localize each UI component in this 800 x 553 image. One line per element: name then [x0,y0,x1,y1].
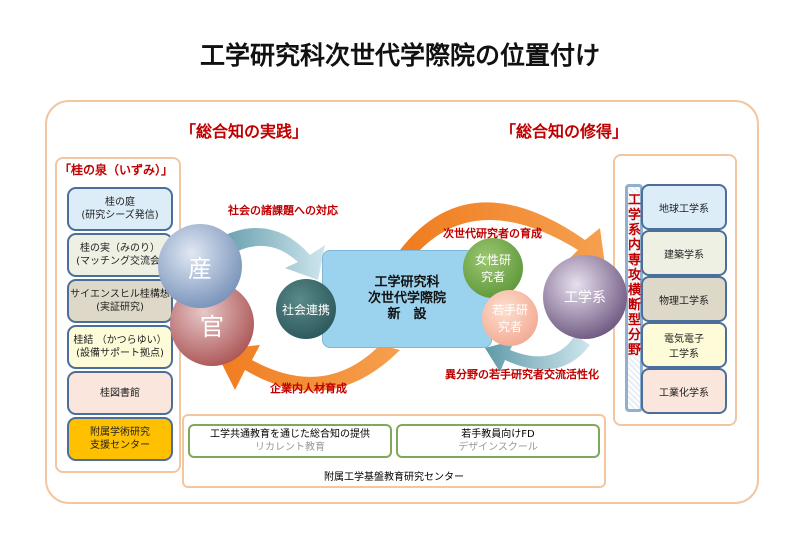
circle-female-researcher: 女性研究者 [463,238,523,298]
left-item: サイエンスヒル桂構想 (実証研究) [67,279,173,323]
box1-sub: リカレント教育 [255,442,325,453]
box2-main: 若手教員向けFD [461,429,535,440]
label-social-issues: 社会の諸課題への対応 [228,204,338,217]
page-title: 工学研究科次世代学際院の位置付け [199,41,600,70]
arrow-top-right [400,202,605,265]
label-cross-field: 異分野の若手研究者交流活性化 [445,368,599,381]
panel-title: 「桂の泉（いずみ）」 [59,163,174,177]
circle-san: 産 [158,224,242,308]
item-line2: 支援センター [90,440,150,451]
recurrent-education-box: 工学共通教育を通じた総合知の提供 リカレント教育 [188,424,392,458]
field-line1: 電気電子 [664,334,704,345]
circle-young-researcher: 若手研究者 [482,290,538,346]
field-label: 工業化学系 [659,387,709,399]
field-item: 地球工学系 [641,184,727,230]
design-school-box: 若手教員向けFD デザインスクール [396,424,600,458]
item-line1: 桂結 （かつらゆい） [73,335,167,346]
item-line1: サイエンスヒル桂構想 [70,289,170,300]
arrow-top-left [215,228,325,280]
outer-frame [45,100,759,504]
field-label: 物理工学系 [659,295,709,307]
field-item: 工業化学系 [641,368,727,414]
circle-engineering: 工学系 [543,255,627,339]
left-item: 桂結 （かつらゆい） (設備サポート拠点) [67,325,173,369]
engineering-education-center: 工学共通教育を通じた総合知の提供 リカレント教育 若手教員向けFD デザインスク… [182,414,606,488]
item-line1: 桂の庭 [105,197,135,208]
box2-sub: デザインスクール [458,442,538,453]
field-label: 建築学系 [664,249,704,261]
section-acquire: 「総合知の修得」 [500,122,629,141]
left-item: 桂の庭 (研究シーズ発信) [67,187,173,231]
field-item: 建築学系 [641,230,727,276]
center-name: 附属工学基盤教育研究センター [324,472,464,483]
box1-main: 工学共通教育を通じた総合知の提供 [210,429,370,440]
item-line1: 桂の実（みのり） [80,243,160,254]
circle-shakai-renkei: 社会連携 [276,279,336,339]
field-item: 電気電子工学系 [641,322,727,368]
label-next-gen: 次世代研究者の育成 [443,227,542,240]
field-line2: 工学系 [669,349,699,360]
item-line2: (設備サポート拠点) [76,348,164,359]
item-line1: 桂図書館 [100,387,140,399]
center-line2: 次世代学際院 [367,291,446,306]
left-item: 桂の実（みのり） (マッチング交流会) [67,233,173,277]
item-line2: (マッチング交流会) [76,256,164,267]
item-line1: 附属学術研究 [90,427,150,438]
left-item: 附属学術研究支援センター [67,417,173,461]
item-line2: (実証研究) [96,302,144,313]
field-label: 地球工学系 [659,203,709,215]
item-line2: (研究シーズ発信) [81,210,159,221]
center-line3: 新 設 [387,307,427,322]
section-practice: 「総合知の実践」 [180,122,309,141]
field-item: 物理工学系 [641,276,727,322]
arrow-bottom-left [215,345,400,391]
center-line1: 工学研究科 [374,275,440,290]
left-item: 桂図書館 [67,371,173,415]
label-corporate: 企業内人材育成 [270,382,347,395]
